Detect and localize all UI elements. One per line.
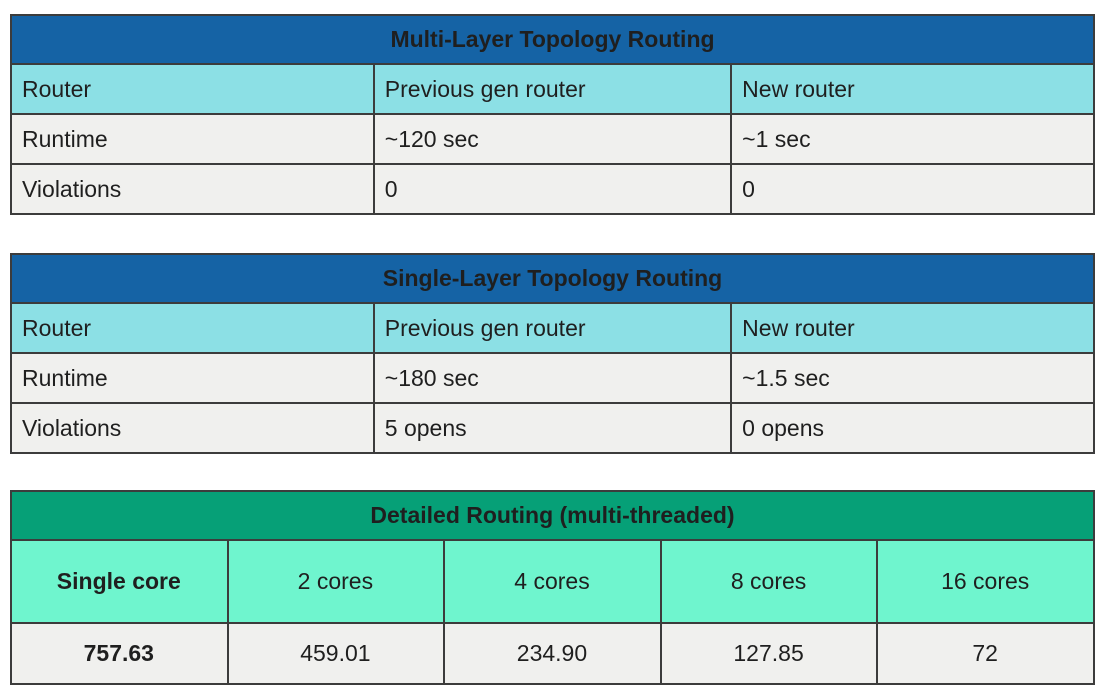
multi-layer-routing-table: Multi-Layer Topology Routing Router Prev… — [10, 14, 1095, 215]
detailed-routing-table-title: Detailed Routing (multi-threaded) — [10, 490, 1095, 541]
cell-value: 0 — [372, 163, 733, 215]
row-label: Runtime — [10, 113, 375, 165]
table-row-violations: Violations 5 opens 0 opens — [10, 402, 1095, 454]
header-cell-8-cores: 8 cores — [659, 539, 879, 624]
multi-layer-table-title: Multi-Layer Topology Routing — [10, 14, 1095, 65]
header-cell-single-core: Single core — [10, 539, 229, 624]
cell-value: 0 opens — [730, 402, 1095, 454]
cell-16-cores-runtime: 72 — [876, 622, 1095, 685]
cell-value: 5 opens — [372, 402, 733, 454]
header-cell-prev-gen: Previous gen router — [372, 302, 733, 354]
table-header-row: Router Previous gen router New router — [10, 63, 1095, 115]
cell-value: ~1.5 sec — [730, 352, 1095, 404]
header-cell-2-cores: 2 cores — [226, 539, 446, 624]
cell-2-cores-runtime: 459.01 — [226, 622, 446, 685]
cell-single-core-runtime: 757.63 — [10, 622, 229, 685]
single-layer-routing-table: Single-Layer Topology Routing Router Pre… — [10, 253, 1095, 454]
single-layer-table-title: Single-Layer Topology Routing — [10, 253, 1095, 304]
row-label: Violations — [10, 163, 375, 215]
table-row-runtimes: 757.63 459.01 234.90 127.85 72 — [10, 622, 1095, 685]
table-row-runtime: Runtime ~120 sec ~1 sec — [10, 113, 1095, 165]
header-cell-4-cores: 4 cores — [443, 539, 662, 624]
cell-value: ~120 sec — [372, 113, 733, 165]
header-cell-new: New router — [730, 63, 1095, 115]
header-cell-prev-gen: Previous gen router — [372, 63, 733, 115]
cell-value: 0 — [730, 163, 1095, 215]
table-header-row: Single core 2 cores 4 cores 8 cores 16 c… — [10, 539, 1095, 624]
header-cell-16-cores: 16 cores — [876, 539, 1095, 624]
header-cell-router: Router — [10, 63, 375, 115]
table-title-row: Detailed Routing (multi-threaded) — [10, 490, 1095, 541]
cell-value: ~1 sec — [730, 113, 1095, 165]
detailed-routing-table: Detailed Routing (multi-threaded) Single… — [10, 490, 1095, 685]
table-header-row: Router Previous gen router New router — [10, 302, 1095, 354]
table-row-violations: Violations 0 0 — [10, 163, 1095, 215]
header-cell-new: New router — [730, 302, 1095, 354]
row-label: Runtime — [10, 352, 375, 404]
cell-4-cores-runtime: 234.90 — [443, 622, 662, 685]
row-label: Violations — [10, 402, 375, 454]
table-title-row: Multi-Layer Topology Routing — [10, 14, 1095, 65]
table-title-row: Single-Layer Topology Routing — [10, 253, 1095, 304]
header-cell-router: Router — [10, 302, 375, 354]
table-row-runtime: Runtime ~180 sec ~1.5 sec — [10, 352, 1095, 404]
cell-value: ~180 sec — [372, 352, 733, 404]
cell-8-cores-runtime: 127.85 — [659, 622, 879, 685]
